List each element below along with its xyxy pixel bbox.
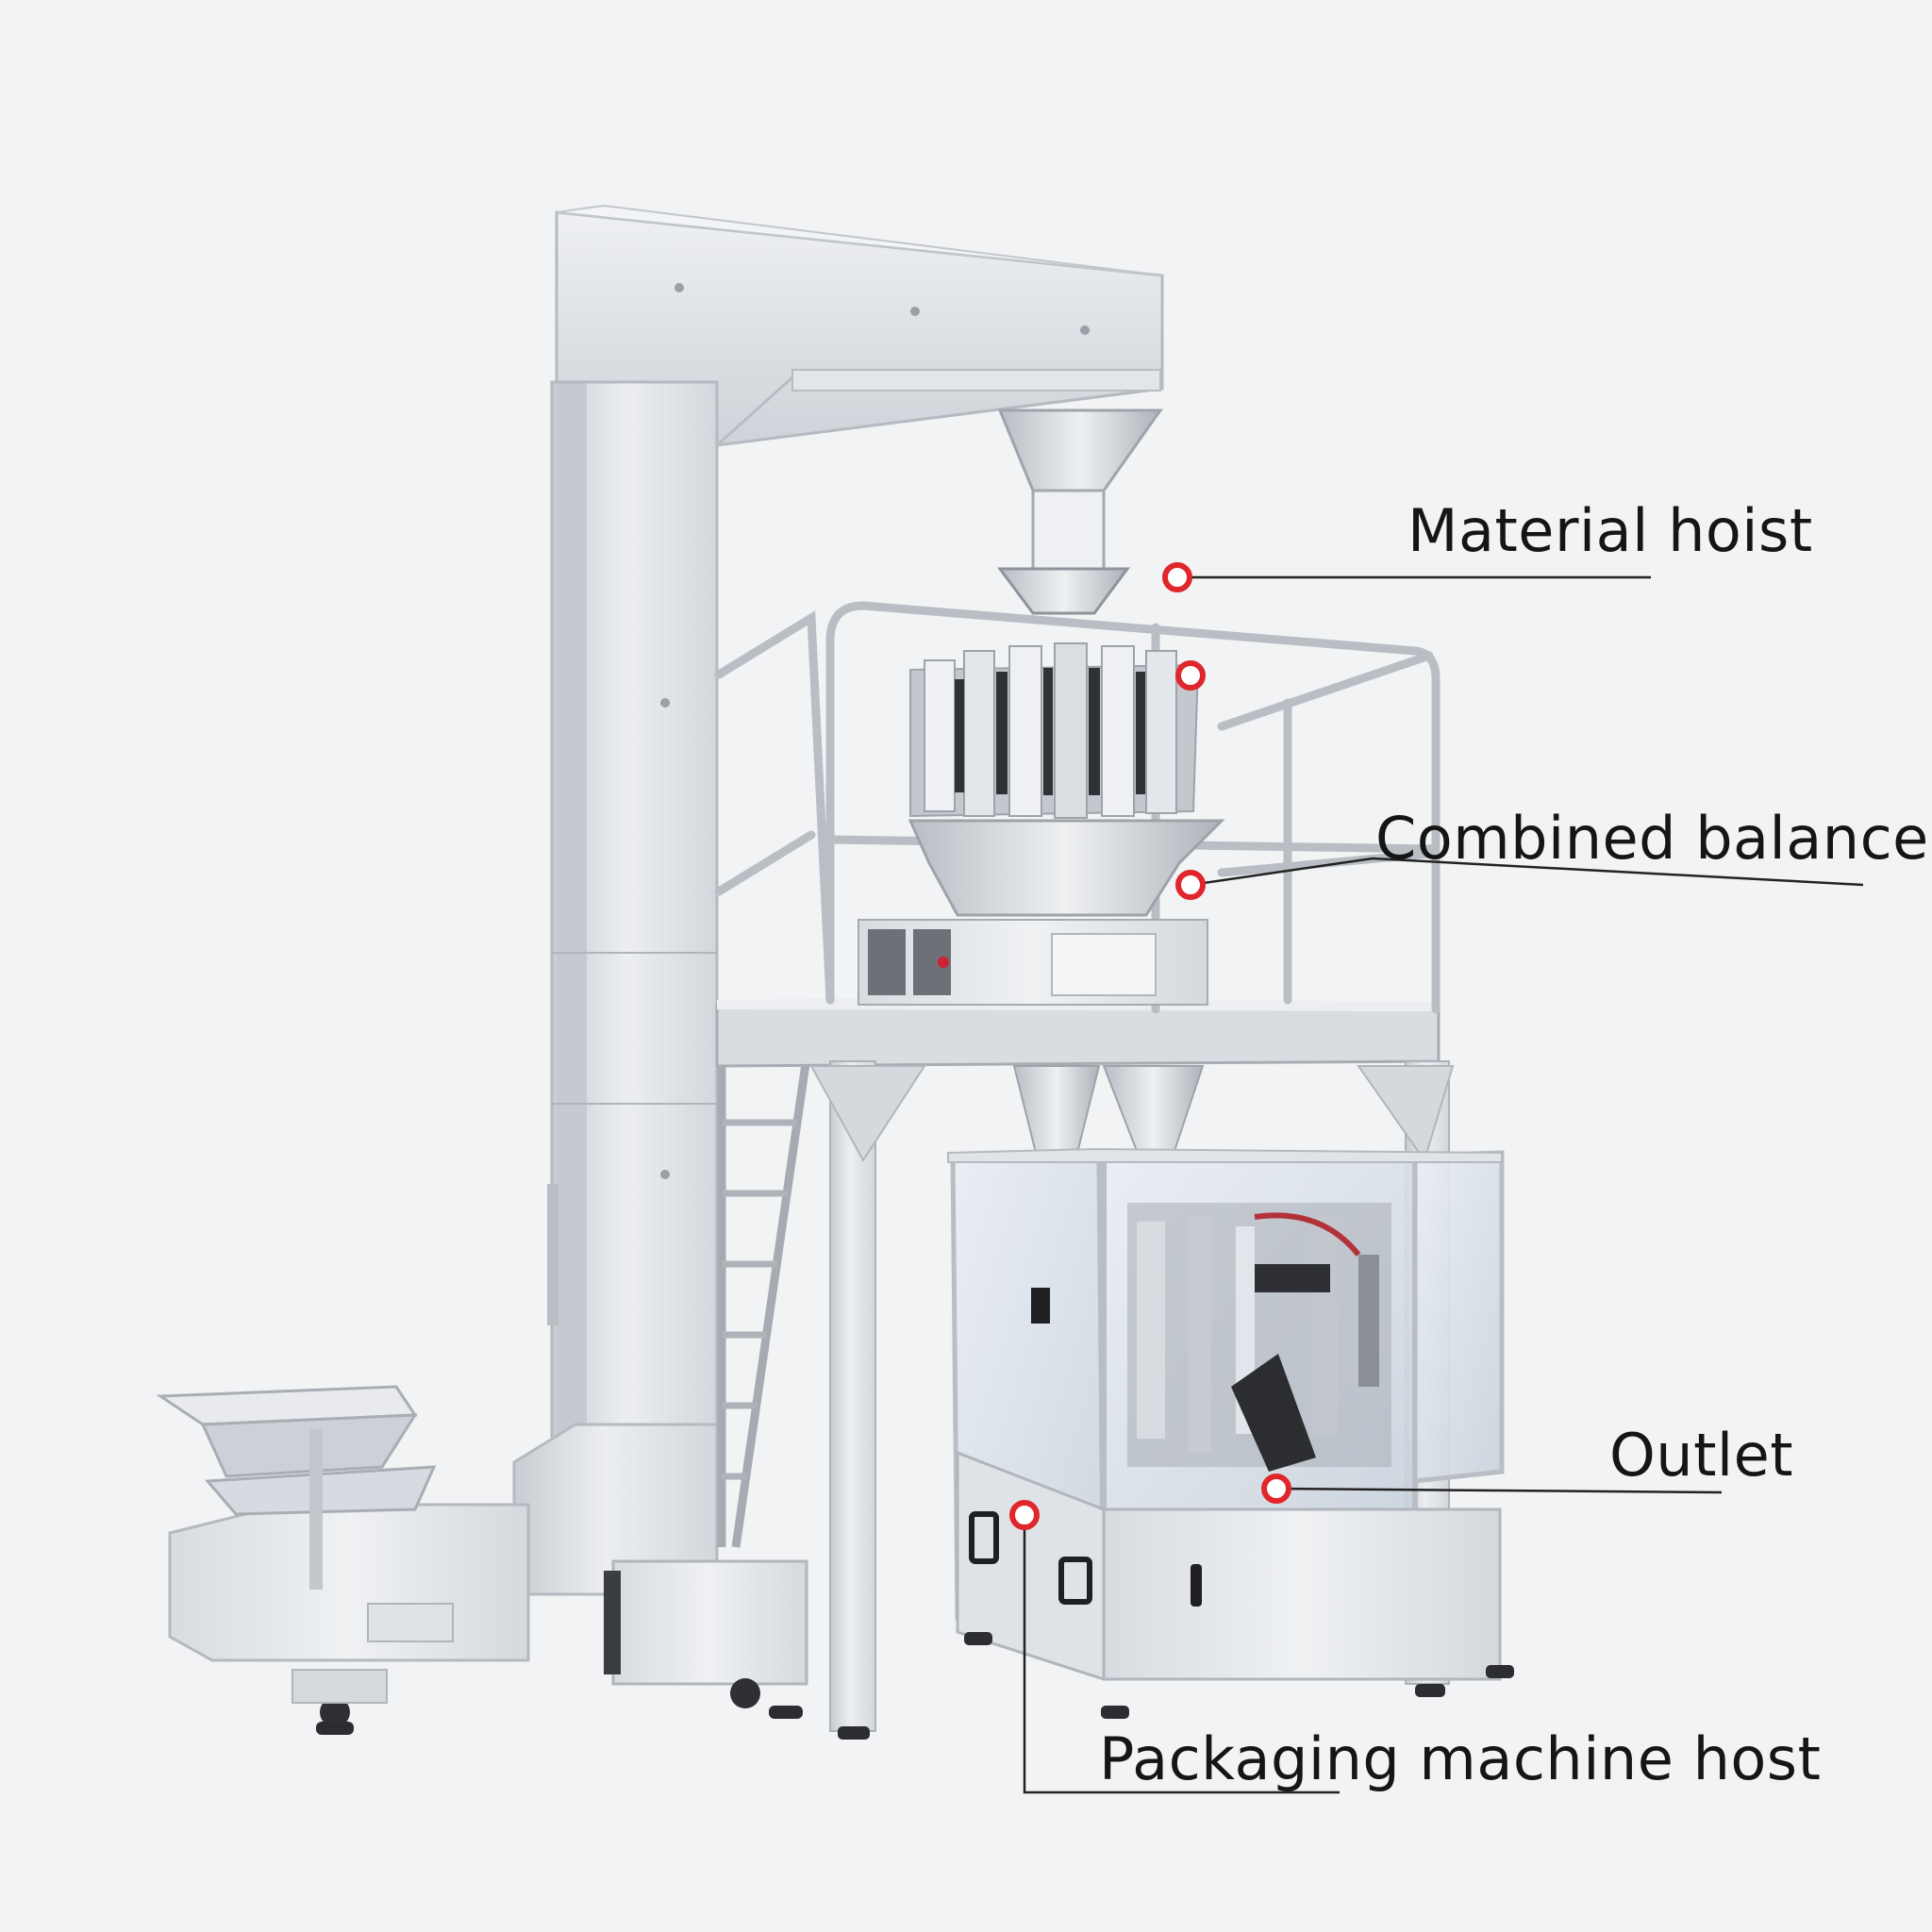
combination-weigher bbox=[858, 567, 1225, 1161]
packaging-machine bbox=[947, 1147, 1514, 1719]
label-outlet: Outlet bbox=[1609, 1421, 1794, 1490]
label-material-hoist: Material hoist bbox=[1407, 496, 1813, 565]
marker-material-hoist bbox=[1162, 562, 1192, 592]
leader-line-combined-balance bbox=[1190, 857, 1864, 887]
leader-line-outlet bbox=[1277, 1487, 1723, 1494]
callout-leaders bbox=[1023, 575, 1864, 1794]
leader-line-packaging-host bbox=[1023, 1515, 1340, 1794]
label-combined-balance: Combined balance bbox=[1375, 804, 1929, 873]
callout-markers bbox=[1009, 562, 1291, 1530]
marker-weigher-top bbox=[1175, 660, 1206, 691]
label-packaging-machine-host: Packaging machine host bbox=[1099, 1724, 1822, 1793]
marker-outlet bbox=[1261, 1474, 1291, 1504]
marker-packaging-host bbox=[1009, 1500, 1040, 1530]
marker-combined-balance bbox=[1175, 870, 1206, 900]
bucket-elevator bbox=[156, 204, 1164, 1735]
